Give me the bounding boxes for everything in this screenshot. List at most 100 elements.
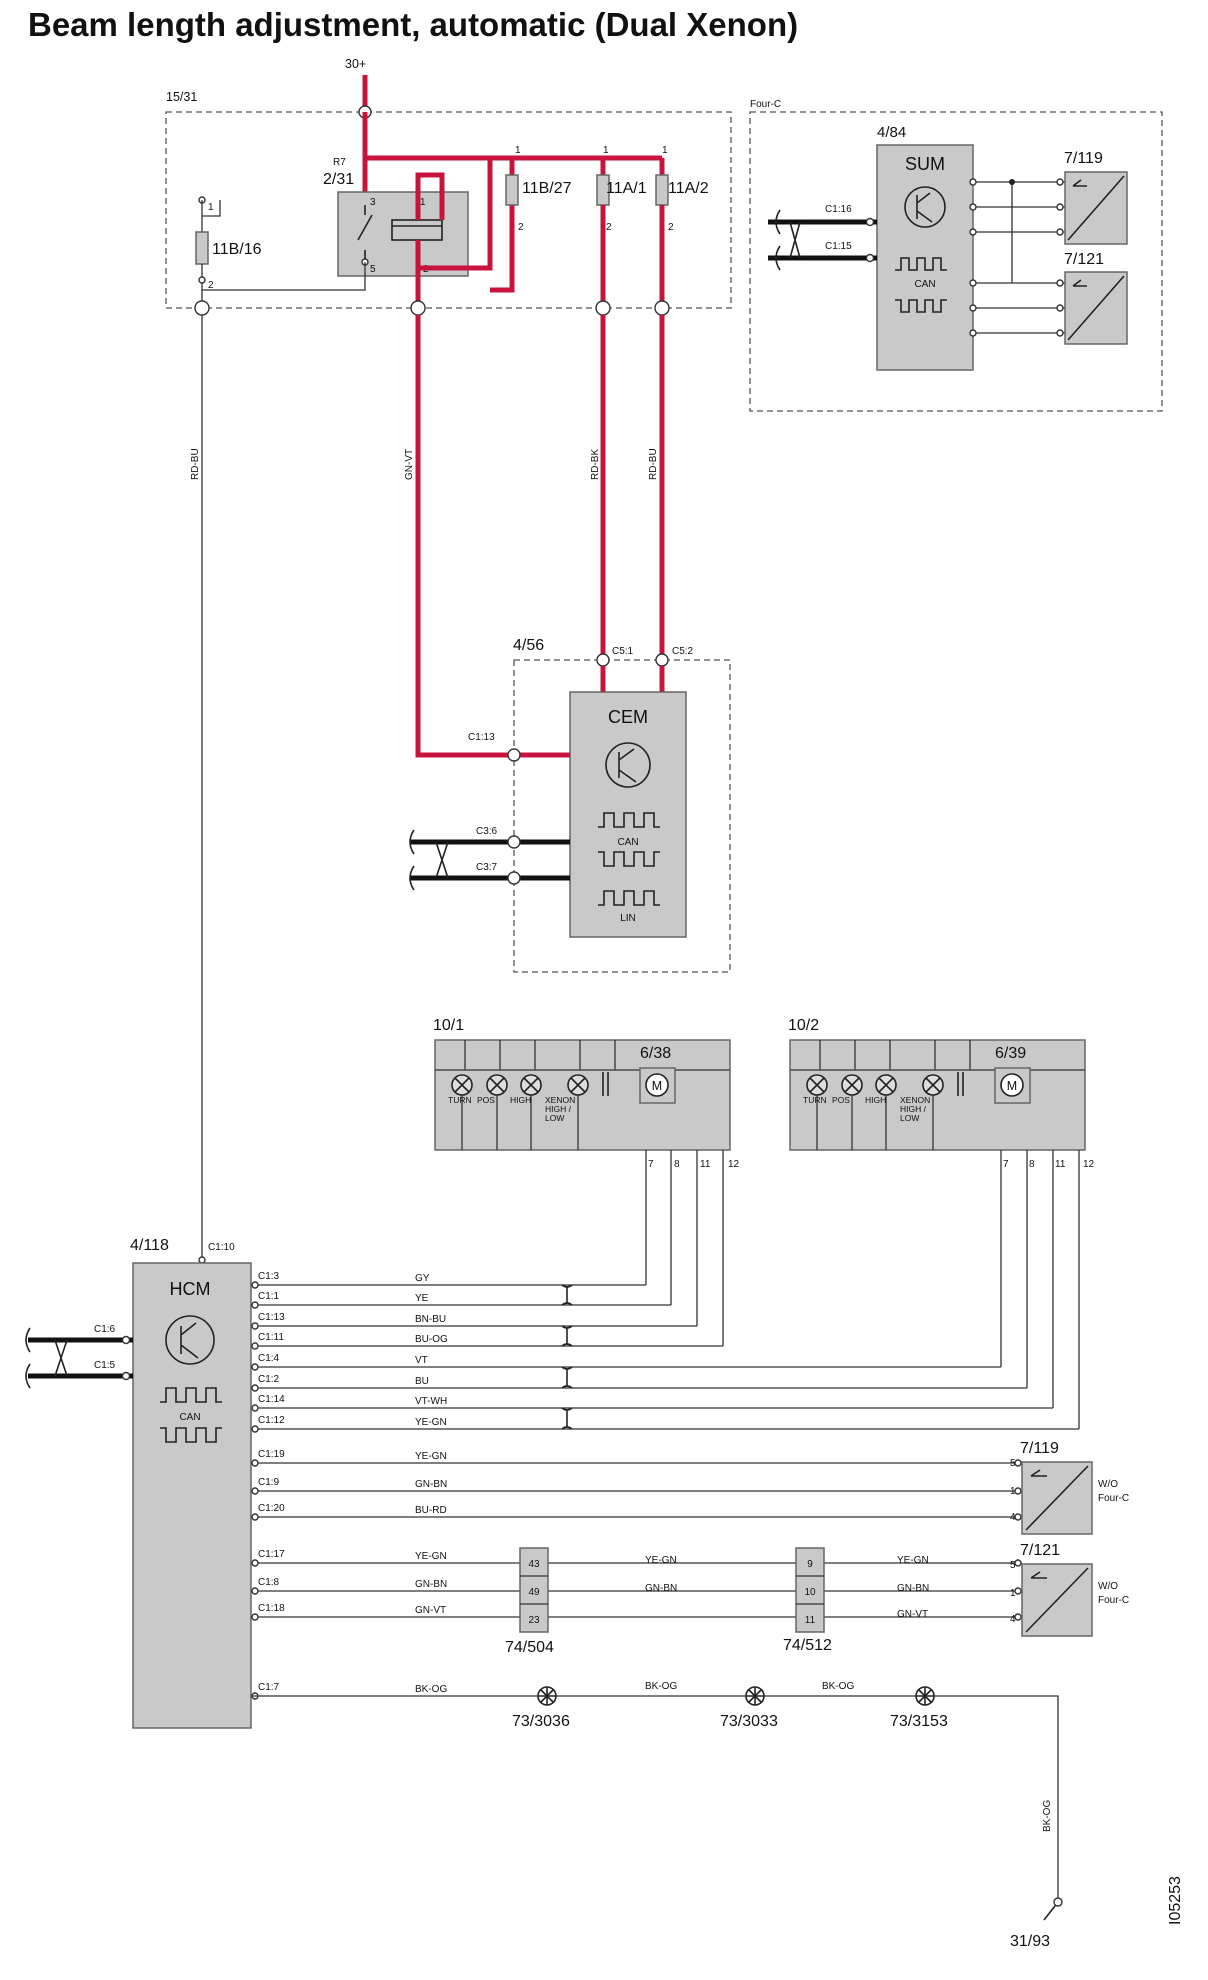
svg-text:4/118: 4/118 [130, 1237, 169, 1254]
hcm-pin-node [251, 1459, 259, 1467]
svg-text:RD-BU: RD-BU [648, 448, 659, 480]
lamp-label: HIGH / [545, 1104, 572, 1114]
hcm-pin-label: C1:20 [258, 1503, 285, 1514]
svg-text:RD-BK: RD-BK [590, 449, 601, 480]
svg-text:8: 8 [1029, 1159, 1035, 1170]
hcm-wire-label: GN-BN [415, 1579, 447, 1590]
svg-text:74/512: 74/512 [783, 1637, 832, 1654]
twisted-pair-mark [561, 1284, 573, 1306]
lamp-label: XENON [545, 1095, 575, 1105]
hcm-wire-label: GN-VT [415, 1605, 446, 1616]
hcm-wire-label: VT [415, 1355, 428, 1366]
headlamp-10-1[interactable]: 10/1 [433, 1017, 731, 1151]
ground-label: 31/93 [1010, 1933, 1050, 1950]
hcm-pin-label: C1:3 [258, 1271, 280, 1282]
svg-text:LIN: LIN [620, 913, 636, 924]
hcm-pin-node [251, 1342, 259, 1350]
hcm-pin-node [251, 1587, 259, 1595]
svg-text:11: 11 [1055, 1159, 1066, 1170]
diagram-title: Beam length adjustment, automatic (Dual … [28, 6, 799, 43]
svg-text:BK-OG: BK-OG [1042, 1800, 1053, 1832]
gn-vt-wire [415, 315, 514, 758]
hcm-wire-label: YE [415, 1293, 429, 1304]
svg-text:7: 7 [1003, 1159, 1009, 1170]
svg-text:BK-OG: BK-OG [645, 1681, 677, 1692]
svg-text:Four-C: Four-C [1098, 1493, 1129, 1504]
svg-text:43: 43 [528, 1559, 540, 1570]
fuse-11b27[interactable] [505, 174, 519, 206]
svg-text:SUM: SUM [905, 154, 945, 174]
svg-text:CAN: CAN [617, 837, 638, 848]
lamp-label: TURN [803, 1095, 827, 1105]
hcm-wire-label: VT-WH [415, 1396, 447, 1407]
hcm-pin-label: C1:4 [258, 1353, 280, 1364]
svg-text:W/O: W/O [1098, 1581, 1118, 1592]
svg-text:7/119: 7/119 [1020, 1440, 1059, 1457]
svg-text:3: 3 [370, 197, 376, 208]
svg-text:4: 4 [1010, 1614, 1016, 1625]
svg-text:M: M [1007, 1079, 1017, 1093]
svg-text:C3:7: C3:7 [476, 862, 498, 873]
hcm-pin-label: C1:8 [258, 1577, 280, 1588]
sum-transistor-icon [904, 186, 946, 228]
hcm-pin-label: C1:2 [258, 1374, 280, 1385]
svg-text:1: 1 [1010, 1486, 1016, 1497]
hcm-wire-label: YE-GN [415, 1551, 447, 1562]
fuse-box-id: 15/31 [166, 90, 197, 104]
cem-module[interactable] [569, 691, 687, 938]
svg-text:11: 11 [700, 1159, 711, 1170]
svg-text:9: 9 [807, 1559, 813, 1570]
twisted-pair-mark [561, 1366, 573, 1389]
svg-text:CEM: CEM [608, 707, 648, 727]
svg-text:CAN: CAN [914, 279, 935, 290]
svg-text:1: 1 [662, 145, 668, 156]
hcm-pin-label: C1:12 [258, 1415, 285, 1426]
svg-text:4: 4 [1010, 1512, 1016, 1523]
lamp-label: POS [477, 1095, 495, 1105]
connector-74-504[interactable] [519, 1547, 549, 1633]
svg-text:GN-BN: GN-BN [645, 1583, 677, 1594]
headlamp-10-2[interactable]: 10/2 [788, 1017, 1086, 1151]
lamp-label: POS [832, 1095, 850, 1105]
svg-text:1: 1 [420, 197, 426, 208]
svg-text:HCM: HCM [170, 1279, 211, 1299]
svg-text:1: 1 [208, 202, 214, 213]
svg-text:M: M [652, 1079, 662, 1093]
hcm-wire-label: BU [415, 1376, 429, 1387]
fuse-11a2[interactable] [655, 174, 669, 206]
fuse-11b16[interactable] [195, 231, 209, 265]
svg-text:C5:2: C5:2 [672, 646, 694, 657]
svg-text:6/38: 6/38 [640, 1045, 671, 1062]
supply-label: 30+ [345, 57, 366, 71]
hcm-pin-label: C1:9 [258, 1477, 280, 1488]
four-c-outline [749, 111, 1163, 412]
hcm-pin-label: C1:14 [258, 1394, 285, 1405]
lamp-label: HIGH [510, 1095, 531, 1105]
svg-text:5: 5 [1010, 1458, 1016, 1469]
image-ref: I05253 [1167, 1876, 1184, 1925]
connector-74-512[interactable] [795, 1547, 825, 1633]
hcm-pin-node [251, 1425, 259, 1433]
hcm-pin-node [251, 1363, 259, 1371]
relay-r7[interactable] [337, 191, 469, 277]
ground-terminal [1053, 1897, 1063, 1907]
fuse-11b16-label: 11B/16 [212, 241, 262, 258]
hcm-pin-node [251, 1613, 259, 1621]
lamp-label: LOW [545, 1113, 564, 1123]
svg-text:C1:10: C1:10 [208, 1242, 235, 1253]
svg-text:7/121: 7/121 [1064, 251, 1104, 268]
hcm-pin-node [251, 1322, 259, 1330]
hcm-wire-label: BU-OG [415, 1334, 448, 1345]
svg-text:11: 11 [805, 1615, 816, 1626]
svg-text:49: 49 [528, 1587, 540, 1598]
svg-text:7: 7 [648, 1159, 654, 1170]
svg-text:C1:15: C1:15 [825, 241, 852, 252]
svg-text:4/56: 4/56 [513, 637, 544, 654]
svg-text:12: 12 [728, 1159, 740, 1170]
hcm-pin-node [251, 1487, 259, 1495]
svg-text:2: 2 [668, 222, 674, 233]
hcm-pin-node [251, 1513, 259, 1521]
hcm-module[interactable] [132, 1262, 252, 1729]
relay-id: 2/31 [323, 171, 354, 188]
